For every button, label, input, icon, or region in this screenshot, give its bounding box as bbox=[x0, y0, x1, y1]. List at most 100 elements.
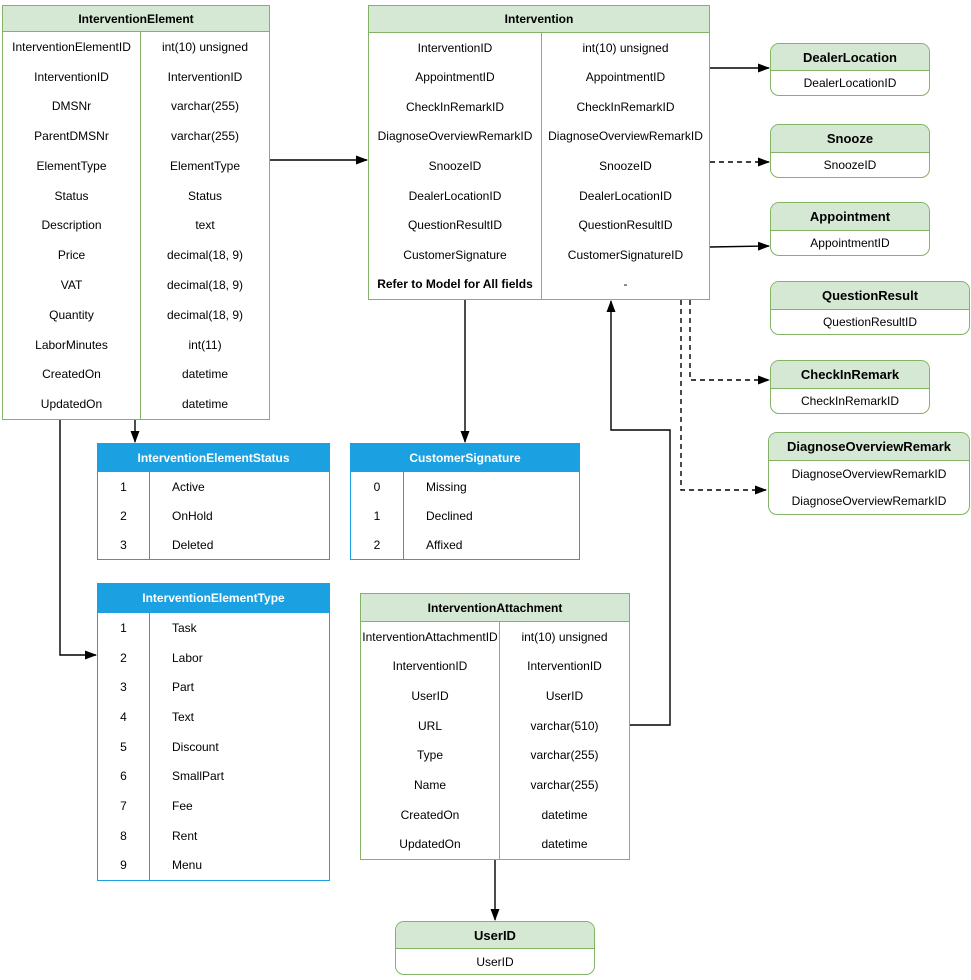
table-cell: AppointmentID bbox=[585, 70, 666, 85]
connector-interventionelement-to-type bbox=[59, 420, 97, 660]
table-cell: 8 bbox=[98, 820, 150, 851]
table-title: Intervention bbox=[369, 6, 709, 33]
table-cell: 1 bbox=[351, 501, 404, 530]
table-cell: Active bbox=[172, 479, 205, 494]
table-cell: DiagnoseOverviewRemarkID bbox=[369, 121, 542, 152]
table-cell: 0 bbox=[351, 472, 404, 501]
table-title: QuestionResult bbox=[771, 282, 969, 310]
table-cell: decimal(18, 9) bbox=[166, 307, 244, 322]
table-cell: CustomerSignature bbox=[369, 239, 542, 270]
table-row: DealerLocationID bbox=[771, 71, 929, 95]
table-cell: 2 bbox=[98, 642, 150, 673]
table-cell: decimal(18, 9) bbox=[166, 278, 244, 292]
table-row: AppointmentID AppointmentID bbox=[369, 62, 709, 93]
table-cell: DealerLocationID bbox=[369, 180, 542, 211]
table-title: InterventionAttachment bbox=[361, 594, 629, 622]
table-row: Status Status bbox=[3, 180, 269, 211]
table-row: AppointmentID bbox=[771, 231, 929, 255]
table-cell: DMSNr bbox=[3, 91, 141, 122]
table-row: InterventionAttachmentID int(10) unsigned bbox=[361, 622, 629, 652]
table-cell: InterventionAttachmentID bbox=[361, 622, 500, 652]
table-title: DealerLocation bbox=[771, 44, 929, 71]
table-question-result: QuestionResult QuestionResultID bbox=[770, 281, 970, 335]
table-cell: int(10) unsigned bbox=[161, 39, 249, 54]
connector-intervention-to-appointment bbox=[709, 241, 770, 251]
table-cell: DiagnoseOverviewRemarkID bbox=[548, 129, 703, 144]
table-cell: QuestionResultID bbox=[822, 315, 918, 329]
table-cell: ElementType bbox=[3, 151, 141, 181]
table-row: 0 Missing bbox=[351, 472, 579, 501]
table-cell: 7 bbox=[98, 791, 150, 821]
table-body: QuestionResultID bbox=[771, 310, 969, 334]
table-row: DiagnoseOverviewRemarkID DiagnoseOverview… bbox=[369, 121, 709, 152]
table-row: UserID bbox=[396, 949, 594, 974]
table-title: Appointment bbox=[771, 203, 929, 231]
table-cell: int(11) bbox=[188, 337, 222, 352]
table-cell: int(10) unsigned bbox=[582, 40, 669, 55]
table-cell: varchar(255) bbox=[530, 748, 599, 763]
table-cell: Quantity bbox=[3, 299, 141, 330]
table-cell: AppointmentID bbox=[369, 62, 542, 93]
table-cell: CreatedOn bbox=[3, 359, 141, 390]
table-cell: Description bbox=[3, 210, 141, 241]
table-row: DiagnoseOverviewRemarkID bbox=[769, 461, 969, 488]
table-cell: SnoozeID bbox=[599, 159, 652, 174]
table-intervention-attachment: InterventionAttachment InterventionAttac… bbox=[360, 593, 630, 860]
table-body: CheckInRemarkID bbox=[771, 389, 929, 413]
table-cell: 2 bbox=[98, 501, 150, 530]
table-cell: UserID bbox=[476, 954, 514, 969]
table-cell: Type bbox=[361, 740, 500, 771]
table-cell: 5 bbox=[98, 731, 150, 762]
table-cell: 3 bbox=[98, 530, 150, 559]
connector-intervention-to-diagnoseoverviewremark bbox=[680, 300, 767, 495]
table-cell: 1 bbox=[98, 613, 150, 643]
table-cell: Status bbox=[187, 188, 223, 203]
table-row: QuestionResultID bbox=[771, 310, 969, 334]
table-cell: DealerLocationID bbox=[803, 76, 897, 90]
table-cell: CheckInRemarkID bbox=[800, 394, 900, 408]
table-title: DiagnoseOverviewRemark bbox=[769, 433, 969, 461]
connector-intervention-to-checkinremark bbox=[689, 300, 770, 385]
table-row: CheckInRemarkID bbox=[771, 389, 929, 413]
table-cell: varchar(255) bbox=[530, 777, 599, 792]
table-cell: Menu bbox=[172, 858, 203, 873]
table-cell: Task bbox=[172, 620, 197, 635]
table-cell: InterventionID bbox=[167, 69, 243, 84]
table-cell: SnoozeID bbox=[823, 158, 877, 172]
table-row: Type varchar(255) bbox=[361, 740, 629, 771]
table-intervention-element: InterventionElement InterventionElementI… bbox=[2, 5, 270, 420]
table-cell: CustomerSignatureID bbox=[567, 247, 684, 262]
table-cell: varchar(255) bbox=[170, 129, 240, 144]
table-body: UserID bbox=[396, 949, 594, 974]
table-cell: int(10) unsigned bbox=[521, 629, 608, 644]
table-cell: Status bbox=[3, 180, 141, 211]
table-cell: OnHold bbox=[172, 508, 213, 523]
table-cell: QuestionResultID bbox=[369, 210, 542, 240]
table-cell: Part bbox=[172, 680, 195, 695]
table-body: SnoozeID bbox=[771, 153, 929, 177]
table-cell: decimal(18, 9) bbox=[166, 248, 244, 263]
table-cell: Missing bbox=[426, 479, 467, 494]
table-cell: UpdatedOn bbox=[3, 389, 141, 419]
